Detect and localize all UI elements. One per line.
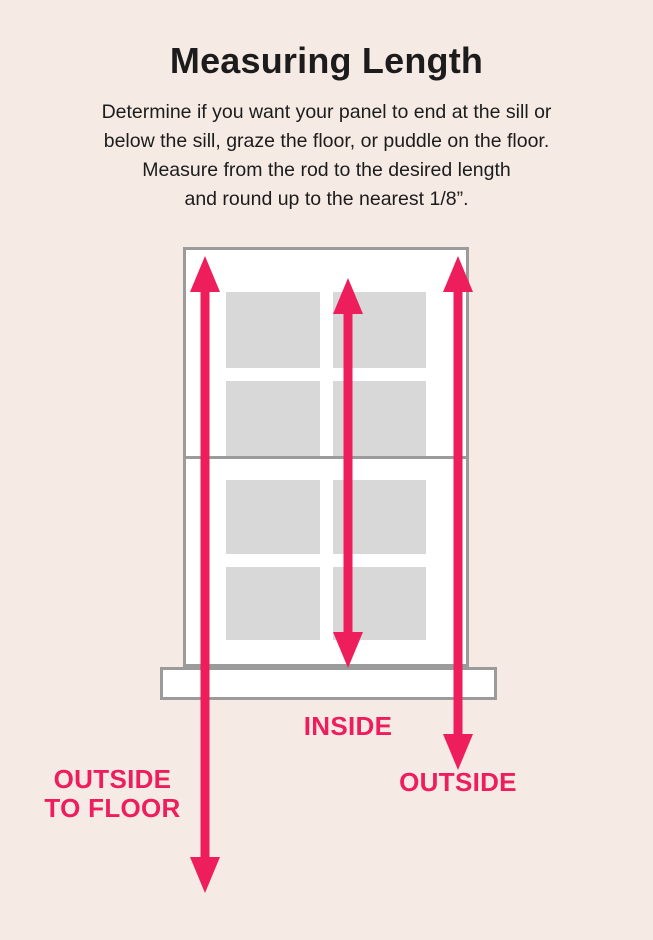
outside-to-floor-label: OUTSIDE TO FLOOR [30,765,195,823]
description-line: and round up to the nearest 1/8”. [184,188,469,210]
window-sill [160,667,497,700]
window-pane [226,380,320,456]
outside-arrow [443,256,473,770]
description-line: Measure from the rod to the desired leng… [142,159,511,181]
description-line: below the sill, graze the floor, or pudd… [103,130,550,152]
page-title: Measuring Length [169,40,484,81]
outside-to-floor-label-line: OUTSIDE [53,764,172,794]
outside-label: OUTSIDE [399,767,517,797]
window-pane [226,566,320,640]
outside-to-floor-arrow [190,256,220,893]
window-lower-sash [226,480,426,640]
window-meeting-rail [186,456,466,459]
window-pane [226,480,320,554]
description-text: Determine if you want your panel to end … [0,98,653,214]
window-pane [226,292,320,368]
inside-label: INSIDE [303,711,393,741]
inside-arrow [333,278,363,668]
window-upper-sash [226,292,426,456]
description-line: Determine if you want your panel to end … [101,101,552,123]
outside-to-floor-label-line: TO FLOOR [44,793,181,823]
window-frame [183,247,469,667]
